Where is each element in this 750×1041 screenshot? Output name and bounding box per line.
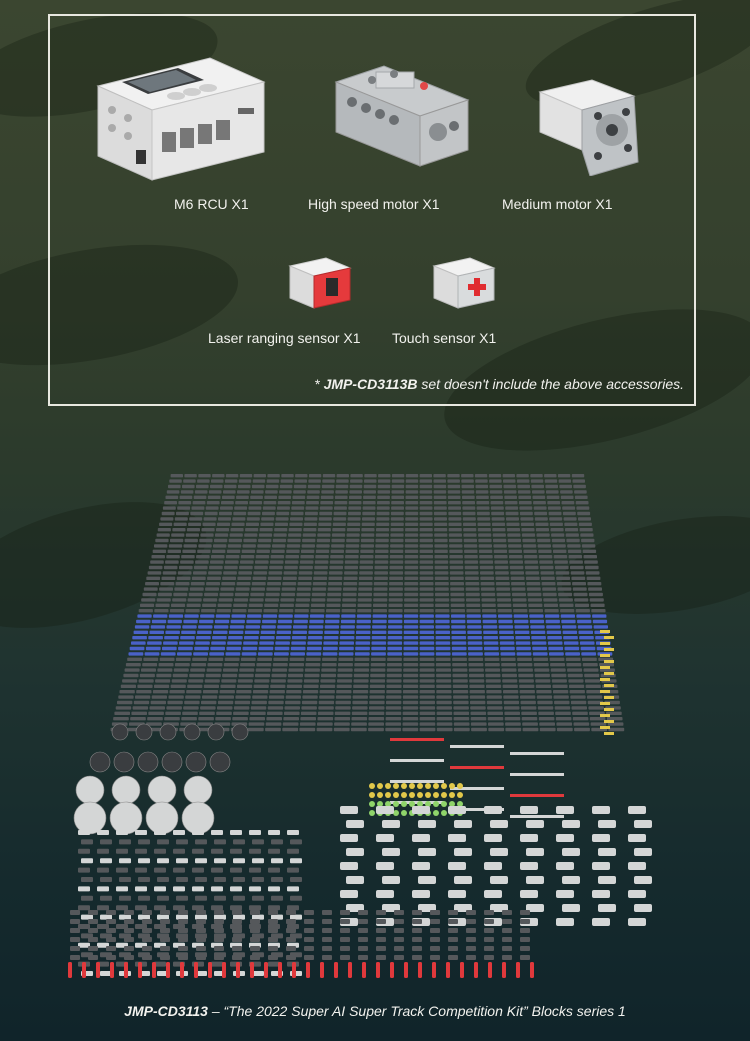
controller-unit-icon [96,57,266,181]
note-model-number: JMP-CD3113B [323,376,418,392]
accessory-label-touch-sensor: Touch sensor X1 [392,330,497,346]
caption-title: – “The 2022 Super AI Super Track Competi… [207,1003,626,1019]
laser-sensor-icon [288,257,352,309]
caption-model-number: JMP-CD3113 [124,1003,208,1019]
touch-sensor-icon [432,257,496,309]
accessories-box: M6 RCU X1 High speed motor X1 Medium mot… [48,14,696,406]
large-motor-icon [334,65,470,167]
accessory-label-rcu: M6 RCU X1 [174,196,249,212]
medium-motor-icon [538,79,639,176]
accessory-label-laser-sensor: Laser ranging sensor X1 [208,330,361,346]
kit-caption: JMP-CD3113 – “The 2022 Super AI Super Tr… [0,1003,750,1019]
accessory-label-medium-motor: Medium motor X1 [502,196,613,212]
accessory-label-high-speed-motor: High speed motor X1 [308,196,440,212]
exclusion-note: * JMP-CD3113B set doesn't include the ab… [314,376,684,392]
parts-layout [68,474,652,978]
